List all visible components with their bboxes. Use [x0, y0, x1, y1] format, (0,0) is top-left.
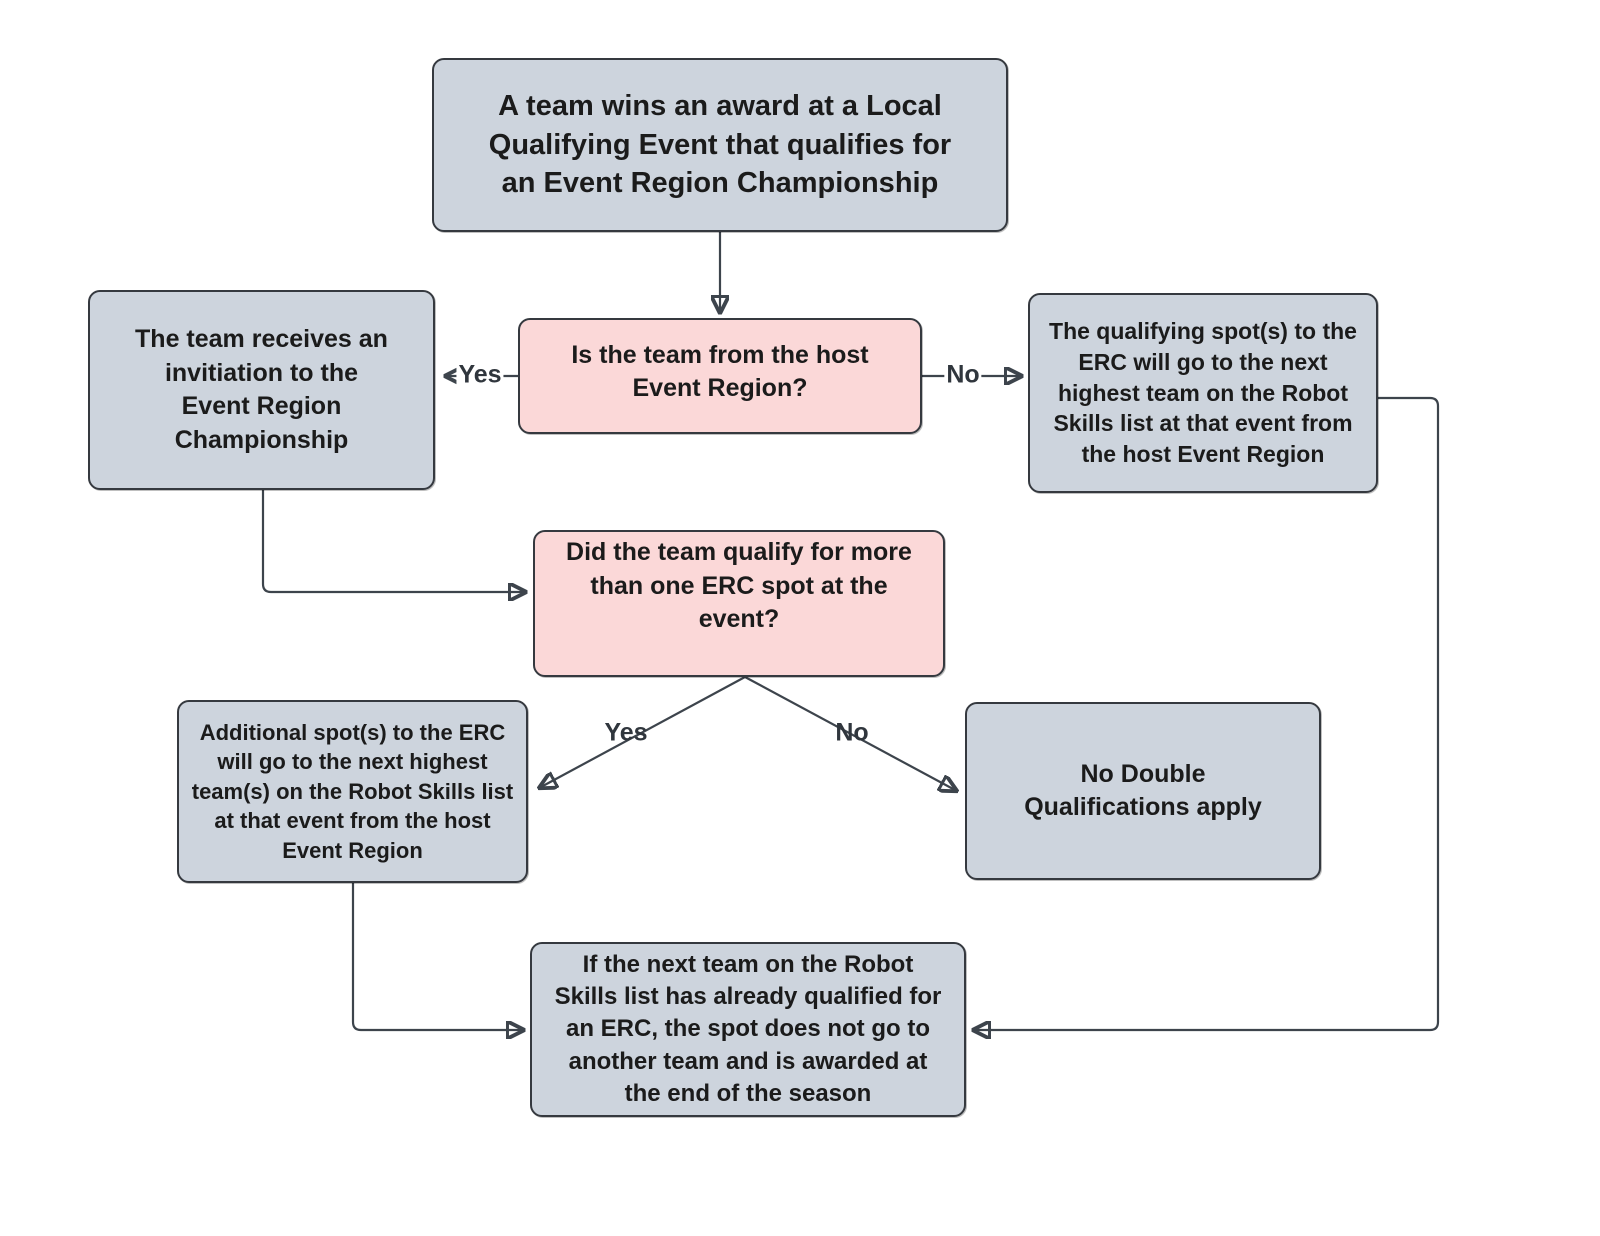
edge-label-more-yes: Yes [604, 718, 648, 747]
node-invitation: The team receives an invitiation to the … [88, 290, 435, 490]
edge-more-no-arrow [744, 676, 955, 790]
edge-label-host-no: No [944, 360, 982, 389]
node-additional-spots-label: Additional spot(s) to the ERC will go to… [191, 719, 514, 863]
node-no-double-qualifications-label: No Double Qualifications apply [1024, 759, 1262, 822]
node-qualifying-spot: The qualifying spot(s) to the ERC will g… [1028, 293, 1378, 493]
edge-more-yes-arrow [541, 676, 746, 787]
node-no-double-qualifications: No Double Qualifications apply [965, 702, 1321, 880]
edge-label-more-no: No [835, 718, 869, 747]
node-qualifying-spot-label: The qualifying spot(s) to the ERC will g… [1049, 317, 1357, 468]
node-more-than-one-question: Did the team qualify for more than one E… [533, 530, 945, 677]
node-start: A team wins an award at a Local Qualifyi… [432, 58, 1008, 232]
node-season-end: If the next team on the Robot Skills lis… [530, 942, 966, 1117]
edge-qualifying-to-season-end [975, 396, 1440, 1030]
node-additional-spots: Additional spot(s) to the ERC will go to… [177, 700, 528, 883]
node-invitation-label: The team receives an invitiation to the … [135, 325, 388, 454]
edge-label-host-yes: Yes [456, 360, 504, 389]
node-start-label: A team wins an award at a Local Qualifyi… [488, 89, 952, 200]
node-season-end-label: If the next team on the Robot Skills lis… [554, 951, 942, 1107]
edge-invitation-to-more-question [261, 490, 524, 592]
node-host-region-question: Is the team from the host Event Region? [518, 318, 922, 434]
node-host-region-question-label: Is the team from the host Event Region? [571, 340, 869, 403]
edge-additional-to-season-end [351, 883, 522, 1030]
node-more-than-one-question-label: Did the team qualify for more than one E… [566, 538, 912, 634]
